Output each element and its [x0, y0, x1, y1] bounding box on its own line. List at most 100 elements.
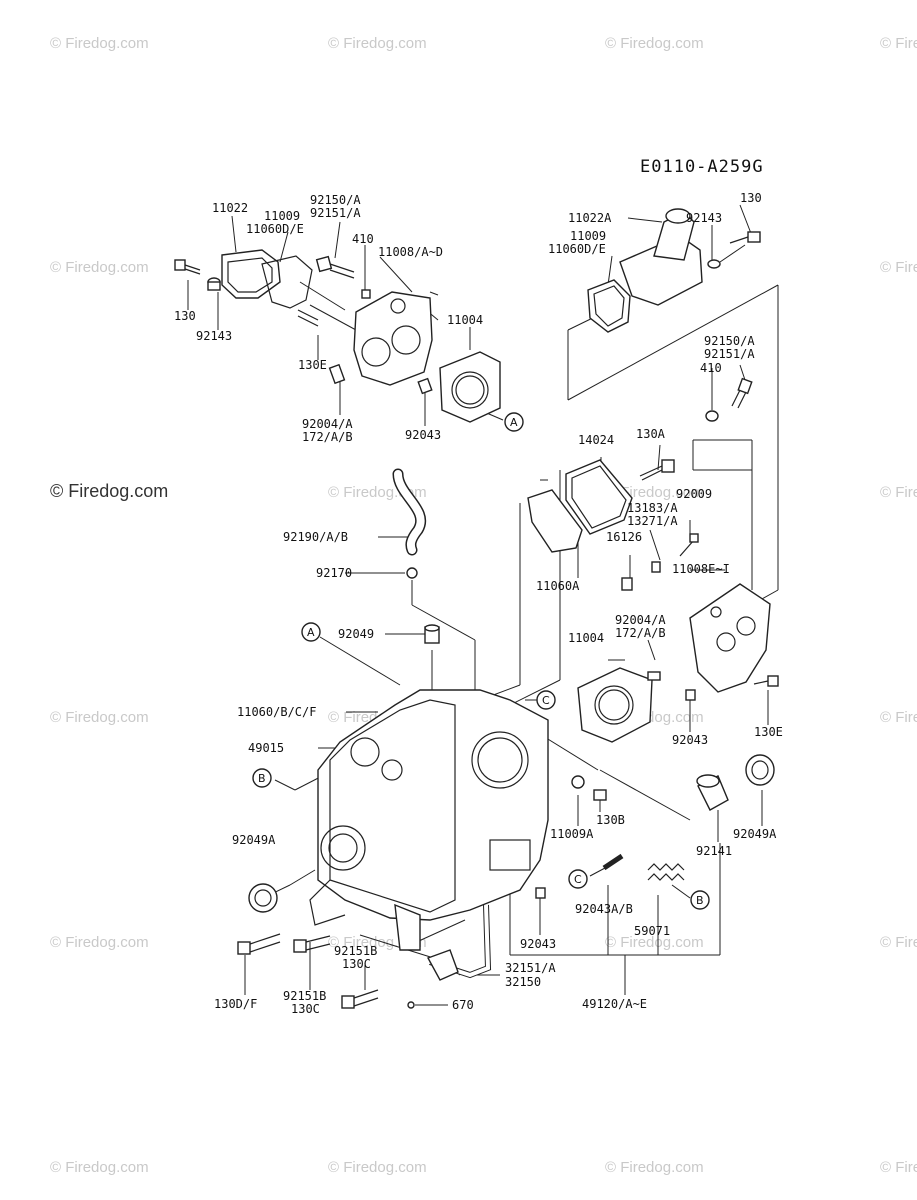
- label-49120ae: 49120/A~E: [582, 997, 647, 1011]
- label-92049: 92049: [338, 627, 374, 641]
- watermark: © Firedog.com: [605, 35, 704, 52]
- watermark: © Firedog.com: [50, 709, 149, 726]
- part-16126: [621, 577, 633, 591]
- part-bolt-130df: [237, 933, 281, 955]
- label-92150a: 92150/A: [704, 334, 755, 348]
- label-92049a: 92049A: [733, 827, 777, 841]
- part-gasket-right-top: [587, 279, 631, 333]
- part-pin-92043ab: [602, 853, 624, 871]
- part-dowel-92043-bottom: [535, 887, 546, 899]
- ref-letter: A: [307, 626, 315, 639]
- watermark: © Firedog.com: [880, 709, 917, 726]
- watermark: © Firedog.com: [880, 484, 917, 501]
- label-92150a: 92150/A: [310, 193, 361, 207]
- part-head-gasket-right: [577, 667, 653, 743]
- ref-circle-a-top: A: [504, 412, 524, 432]
- ref-letter: B: [696, 894, 704, 907]
- part-cylinder-head-right: [689, 583, 771, 693]
- label-92004a: 92004/A: [302, 417, 353, 431]
- part-labels: 11022 11009 11060D/E 92150/A 92151/A 410…: [174, 191, 783, 1016]
- label-13271a: 13271/A: [627, 514, 678, 528]
- label-130e: 130E: [754, 725, 783, 739]
- label-11004: 11004: [568, 631, 604, 645]
- label-92151a: 92151/A: [310, 206, 361, 220]
- label-130: 130: [174, 309, 196, 323]
- ref-letter: B: [258, 772, 266, 785]
- label-11060a: 11060A: [536, 579, 580, 593]
- part-dowel-92043-right: [685, 689, 696, 701]
- label-410: 410: [700, 361, 722, 375]
- part-spring-59071: [647, 863, 685, 881]
- label-130a: 130A: [636, 427, 666, 441]
- part-dowel-92043-left: [417, 377, 433, 395]
- label-11008ad: 11008/A~D: [378, 245, 443, 259]
- label-11022: 11022: [212, 201, 248, 215]
- ref-letter: A: [510, 416, 518, 429]
- watermark: © Firedog.com: [880, 934, 917, 951]
- label-13183a: 13183/A: [627, 501, 678, 515]
- label-92143: 92143: [686, 211, 722, 225]
- label-92141: 92141: [696, 844, 732, 858]
- ref-circle-b-right: B: [690, 890, 710, 910]
- label-92151a: 92151/A: [704, 347, 755, 361]
- ref-letter: C: [542, 694, 550, 707]
- label-130df: 130D/F: [214, 997, 257, 1011]
- part-washer-410-right: [705, 410, 719, 422]
- watermark: © Firedog.com: [50, 259, 149, 276]
- part-collar-92143-right: [707, 259, 721, 269]
- part-pipe-32151: [426, 904, 492, 981]
- label-92009: 92009: [676, 487, 712, 501]
- label-11060bcf: 11060/B/C/F: [237, 705, 316, 719]
- part-stud-92004-left: [328, 363, 346, 385]
- watermark: © Firedog.com: [605, 934, 704, 951]
- label-92043: 92043: [405, 428, 441, 442]
- label-92170: 92170: [316, 566, 352, 580]
- label-32150: 32150: [505, 975, 541, 989]
- part-bolt-92150-right: [731, 377, 753, 409]
- label-11060de: 11060D/E: [548, 242, 606, 256]
- ref-circle-b-left: B: [252, 768, 272, 788]
- label-11060de: 11060D/E: [246, 222, 304, 236]
- ref-letter: C: [574, 873, 582, 886]
- label-130: 130: [740, 191, 762, 205]
- label-410: 410: [352, 232, 374, 246]
- label-92004a: 92004/A: [615, 613, 666, 627]
- watermark: © Firedog.com: [880, 35, 917, 52]
- label-130c: 130C: [342, 957, 371, 971]
- part-bolt-92009: [679, 533, 699, 557]
- watermark: © Firedog.com: [328, 35, 427, 52]
- watermark: © Firedog.com: [880, 1159, 917, 1176]
- label-49015: 49015: [248, 741, 284, 755]
- label-92151b: 92151B: [334, 944, 377, 958]
- part-collar-92143-left: [207, 277, 221, 291]
- part-bolt-130c: [341, 989, 379, 1009]
- part-bolt-92150-left: [315, 255, 355, 279]
- watermark-prominent: © Firedog.com: [50, 481, 168, 501]
- part-rocker-cover-left: [221, 249, 313, 309]
- leader-lines: [187, 204, 779, 1006]
- ref-circle-c-mid: C: [536, 690, 556, 710]
- label-16126: 16126: [606, 530, 642, 544]
- part-stud-92004-right: [647, 671, 661, 681]
- label-14024: 14024: [578, 433, 614, 447]
- diagram-code: E0110-A259G: [640, 157, 764, 177]
- ref-circle-a-mid: A: [301, 622, 321, 642]
- label-92190ab: 92190/A/B: [283, 530, 348, 544]
- label-172ab: 172/A/B: [615, 626, 666, 640]
- label-92049a: 92049A: [232, 833, 276, 847]
- part-oil-seal-92049a-left: [248, 883, 278, 913]
- label-92043ab: 92043A/B: [575, 902, 633, 916]
- watermark: © Firedog.com: [50, 934, 149, 951]
- label-92151b: 92151B: [283, 989, 326, 1003]
- part-breather-cover: [527, 459, 633, 553]
- part-oil-seal-92049a-right: [745, 754, 775, 786]
- part-crankcase: [309, 689, 549, 951]
- part-bolt-130e-right: [753, 675, 779, 687]
- label-11008ei: 11008E~I: [672, 562, 730, 576]
- part-bolt-92151b: [293, 935, 331, 953]
- label-11022a: 11022A: [568, 211, 612, 225]
- part-plug-11009a: [571, 775, 585, 789]
- label-11004: 11004: [447, 313, 483, 327]
- part-stud-130e-left: [297, 309, 319, 327]
